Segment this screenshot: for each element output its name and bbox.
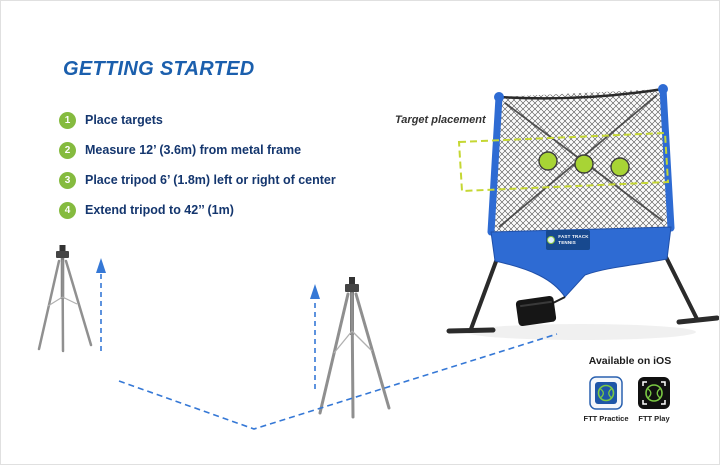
app-label: FTT Play [638,414,670,423]
target-balls [538,151,630,177]
net-brand-line1: FAST TRACK [558,234,589,240]
net-brand-text: FAST TRACK TENNIS [558,234,589,246]
viewfinder-corners-icon [642,381,666,405]
tennis-ball-icon [645,384,663,402]
app-icons-row: FTT Practice FTT Play [577,376,683,423]
tennis-ball-icon [597,384,615,402]
target-placement-outline [457,131,670,193]
step-label: Measure 12’ (3.6m) from metal frame [85,143,302,157]
net-skirt [490,226,672,298]
net-ground-shadow [466,324,696,340]
step-item: 2 Measure 12’ (3.6m) from metal frame [59,141,301,159]
app-label: FTT Practice [583,414,629,423]
step-item: 4 Extend tripod to 42’’ (1m) [59,201,234,219]
tripod-center-illustration [318,277,391,419]
target-ball-icon [610,157,630,177]
tripod-left-illustration [37,245,93,353]
step-number-badge: 2 [59,141,76,159]
distance-path [118,333,558,430]
step-number-badge: 1 [59,111,76,129]
step-label: Place tripod 6’ (1.8m) left or right of … [85,173,336,187]
step-item: 1 Place targets [59,111,163,129]
net-corner-cap [658,84,668,94]
net-top-edge [498,87,664,100]
step-number-badge: 4 [59,201,76,219]
step-label: Extend tripod to 42’’ (1m) [85,203,234,217]
practice-net-illustration [446,84,719,334]
ios-availability: Available on iOS FTT Practice FTT [577,355,683,423]
app-ftt-play: FTT Play [631,376,677,423]
net-feet [446,315,719,334]
net-legs [469,251,699,331]
step-number-badge: 3 [59,171,76,189]
ios-availability-heading: Available on iOS [588,355,672,367]
target-placement-label: Target placement [395,114,486,126]
net-brand-line2: TENNIS [558,240,576,245]
page-title: GETTING STARTED [63,58,255,80]
net-corner-cap [494,92,504,102]
ftt-practice-app-icon [589,376,623,410]
target-ball-icon [574,154,594,174]
step-item: 3 Place tripod 6’ (1.8m) left or right o… [59,171,336,189]
step-label: Place targets [85,113,163,127]
tennis-ball-icon [547,236,556,244]
weight-bag [515,295,557,327]
target-ball-icon [538,151,558,171]
app-ftt-practice: FTT Practice [583,376,629,423]
height-arrow-center [310,284,320,389]
net-brand-patch: FAST TRACK TENNIS [546,230,590,250]
height-arrow-left [96,258,106,351]
ftt-play-app-icon [638,377,670,409]
